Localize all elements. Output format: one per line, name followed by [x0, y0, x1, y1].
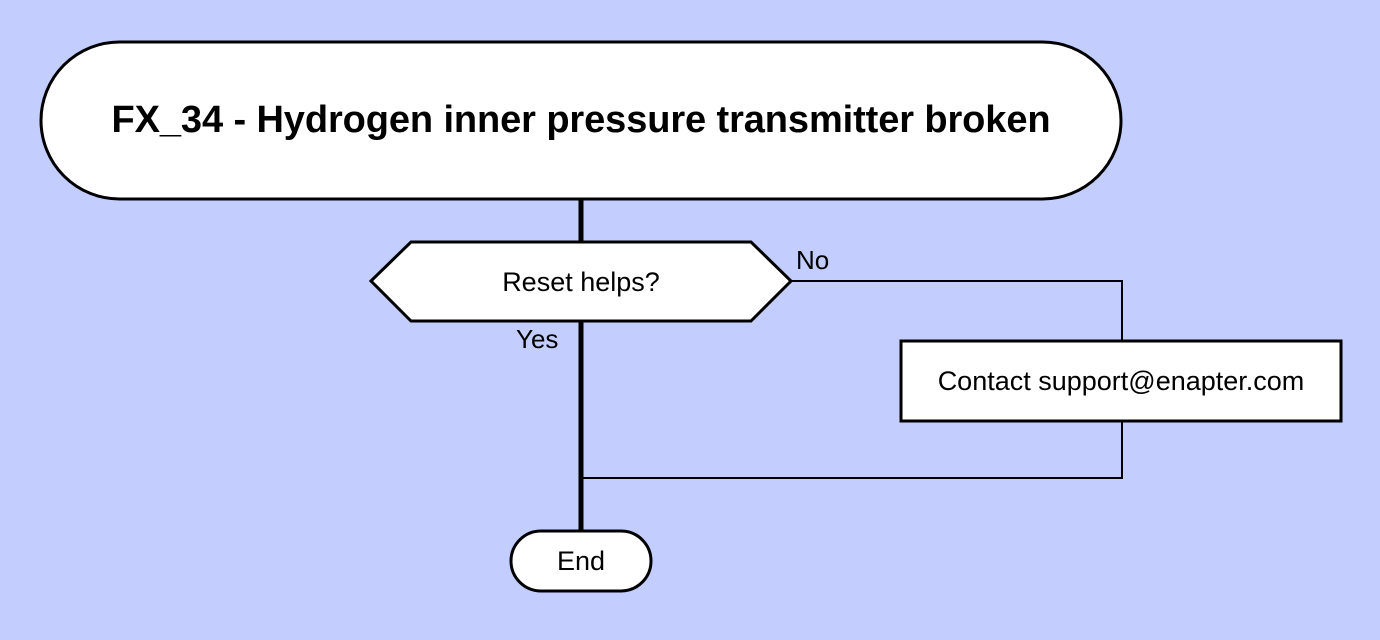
node-decision-shape: [368, 240, 794, 323]
node-title-shape: [39, 40, 1123, 201]
node-process-shape: [899, 339, 1343, 423]
node-end-shape: [509, 529, 653, 593]
edge-decision-no-to-process: [791, 280, 1123, 341]
edge-process-to-trunk: [581, 421, 1123, 479]
